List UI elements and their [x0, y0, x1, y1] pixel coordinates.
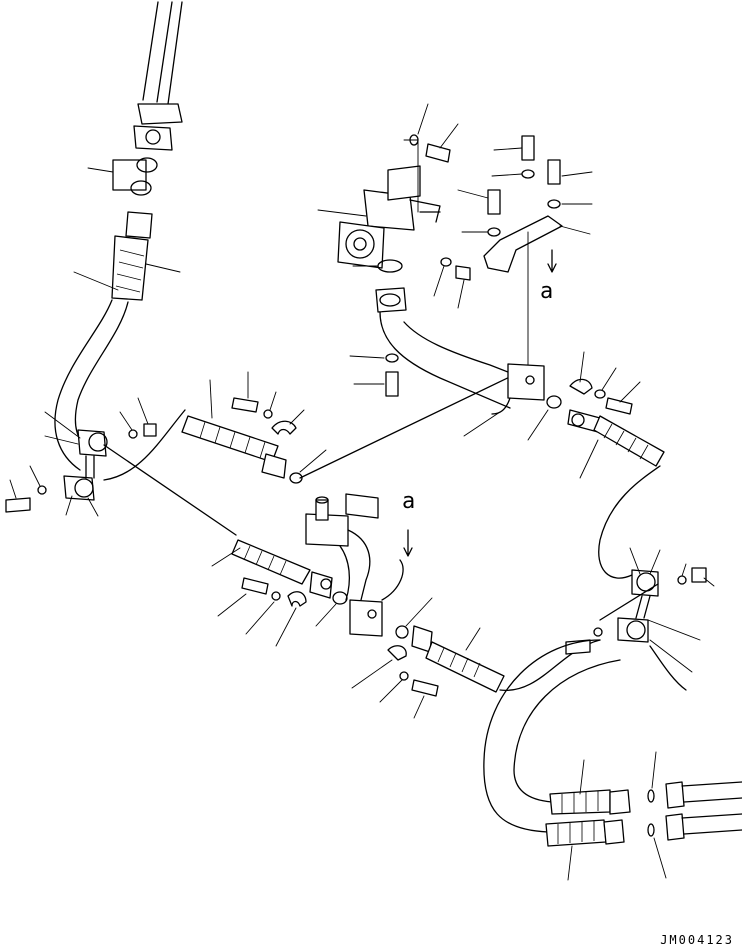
center-left-hose [103, 379, 287, 536]
valve-block [317, 139, 441, 273]
upper-right-bracket: a [457, 135, 593, 373]
top-hose [133, 1, 183, 151]
right-upper-hose [567, 351, 665, 579]
fastener-set-lower-left [217, 577, 307, 647]
lower-right-hose [351, 597, 601, 719]
fastener-set-top [409, 103, 471, 309]
center-elbow-pipe [349, 287, 562, 441]
left-clamp-group [5, 397, 157, 517]
fastener-set-center [231, 371, 521, 484]
left-hose [54, 211, 181, 471]
center-tee-fitting: a [305, 489, 415, 637]
bottom-right-hose-ends [647, 751, 742, 879]
bottom-u-hoses [483, 639, 687, 881]
lower-center-hose [211, 539, 348, 627]
drawing-number: JM004123 [660, 933, 734, 947]
o-ring-callout-top [87, 157, 158, 196]
right-clamp-group [565, 547, 715, 673]
view-label-a-lower: a [402, 489, 415, 514]
view-label-a-upper: a [540, 279, 553, 304]
